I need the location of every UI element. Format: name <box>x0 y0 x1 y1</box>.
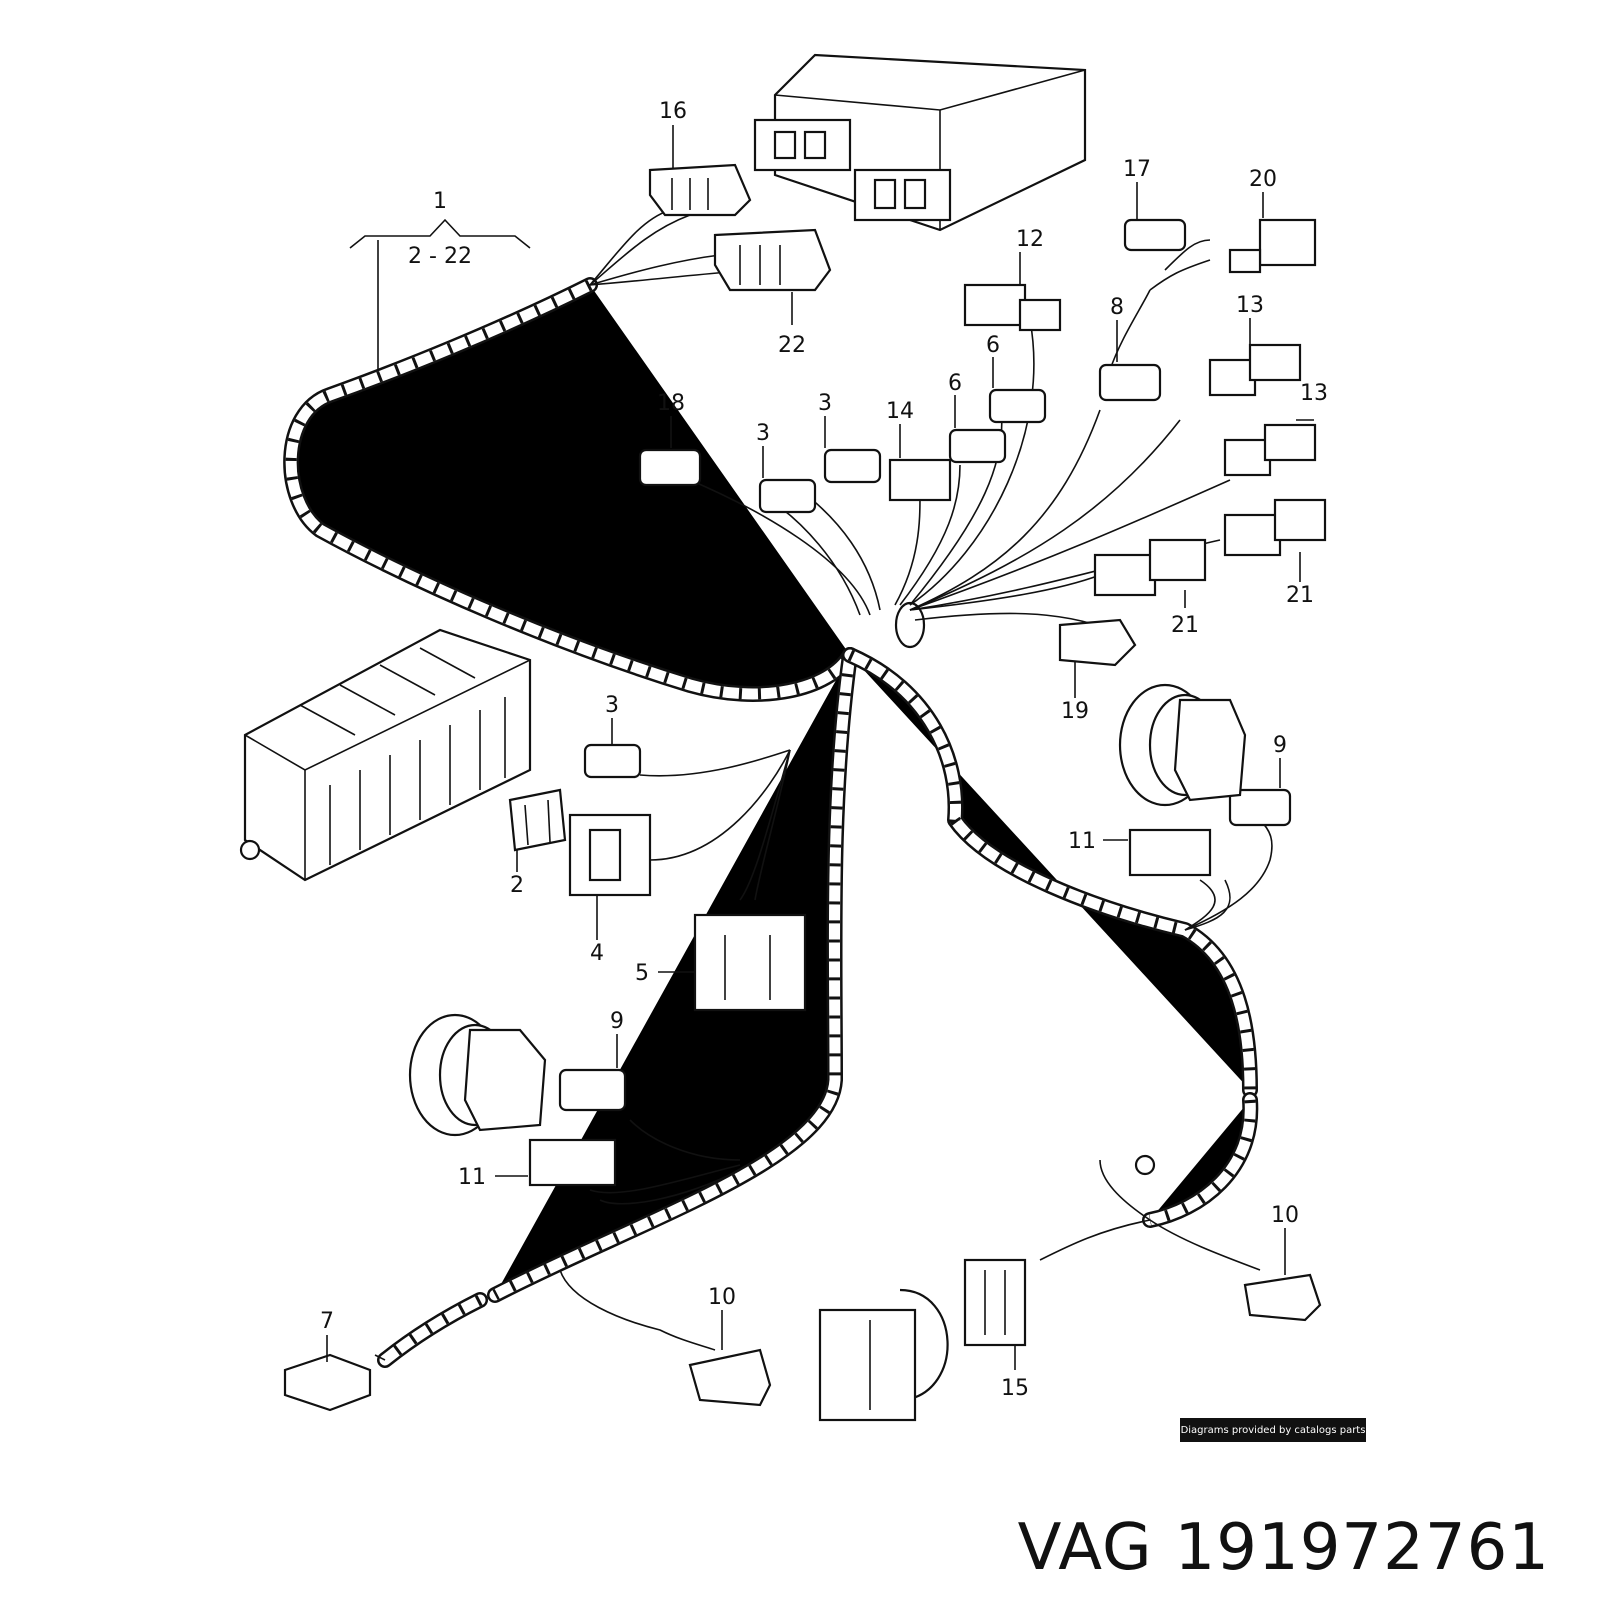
callout-13-lower: 13 <box>1300 381 1328 406</box>
connector-3-middle <box>758 478 817 514</box>
callout-15: 15 <box>1001 1376 1029 1401</box>
fuse-relay-panel <box>239 628 532 882</box>
callout-21-left: 21 <box>1171 613 1199 638</box>
callout-17: 17 <box>1123 157 1151 182</box>
leader-lines <box>326 125 1314 1370</box>
connector-19 <box>1058 618 1137 667</box>
callout-9-right: 9 <box>1273 733 1287 758</box>
callout-20: 20 <box>1249 167 1277 192</box>
callout-12: 12 <box>1016 227 1044 252</box>
callout-6-upper: 6 <box>986 333 1000 358</box>
callout-10-left: 10 <box>708 1285 736 1310</box>
connector-11-left <box>528 1138 617 1187</box>
callout-labels: 1 2 - 22 16 22 17 20 12 8 13 13 6 6 14 3… <box>320 99 1328 1401</box>
connector-9-right <box>1228 788 1292 827</box>
connector-21-left <box>1093 538 1207 597</box>
connector-7 <box>283 1353 386 1412</box>
callout-3-lower: 3 <box>605 693 619 718</box>
connector-6-upper <box>988 388 1047 424</box>
connector-12 <box>963 283 1062 332</box>
connector-21-right <box>1223 498 1327 557</box>
callout-19: 19 <box>1061 699 1089 724</box>
callout-8: 8 <box>1110 295 1124 320</box>
round-connector-left <box>408 1013 547 1137</box>
callout-7: 7 <box>320 1309 334 1334</box>
brand-make: VAG <box>1017 1511 1153 1585</box>
callout-11-left: 11 <box>458 1165 486 1190</box>
connector-3-lower <box>583 743 642 779</box>
brand-part-number: VAG 191972761 <box>1018 1508 1550 1588</box>
callout-13-upper: 13 <box>1236 293 1264 318</box>
callout-11-right: 11 <box>1068 829 1096 854</box>
callout-1: 1 <box>433 189 447 214</box>
callout-6-lower: 6 <box>948 371 962 396</box>
round-connector-right <box>1118 683 1247 807</box>
callout-18: 18 <box>657 391 685 416</box>
callout-3-upper: 3 <box>818 391 832 416</box>
callout-16: 16 <box>659 99 687 124</box>
relay-box-bottom <box>818 1288 949 1422</box>
callout-4: 4 <box>590 941 604 966</box>
main-harness <box>291 285 1250 1360</box>
connector-18 <box>638 448 702 487</box>
control-unit <box>753 53 1087 232</box>
connector-10-right <box>1243 1273 1322 1322</box>
connector-20 <box>1228 218 1317 274</box>
ground-eyelet <box>1134 1154 1156 1176</box>
connector-8 <box>1098 363 1162 402</box>
watermark-banner: Diagrams provided by catalogs parts <box>1180 1418 1366 1442</box>
callout-10-right: 10 <box>1271 1203 1299 1228</box>
callout-3-middle: 3 <box>756 421 770 446</box>
connector-16 <box>648 163 752 217</box>
relay-5 <box>693 913 807 1012</box>
relay-holder-4 <box>568 813 652 897</box>
connector-6-lower <box>948 428 1007 464</box>
connector-10-left <box>688 1348 772 1407</box>
callout-9-left: 9 <box>610 1009 624 1034</box>
callout-21-right: 21 <box>1286 583 1314 608</box>
connector-15 <box>963 1258 1027 1347</box>
bracket-2 <box>508 788 567 852</box>
connector-13-upper <box>1208 343 1302 397</box>
connector-13-lower <box>1223 423 1317 477</box>
callout-14: 14 <box>886 399 914 424</box>
connectors <box>283 163 1327 1422</box>
callout-2: 2 <box>510 873 524 898</box>
callout-22: 22 <box>778 333 806 358</box>
connector-11-right <box>1128 828 1212 877</box>
callout-5: 5 <box>635 961 649 986</box>
callout-1-range: 2 - 22 <box>408 244 472 269</box>
connector-3-upper <box>823 448 882 484</box>
connector-17 <box>1123 218 1187 252</box>
connector-9-left <box>558 1068 627 1112</box>
brand-part-number-value: 191972761 <box>1174 1511 1550 1585</box>
connector-14 <box>888 458 952 502</box>
connector-22 <box>713 228 832 292</box>
